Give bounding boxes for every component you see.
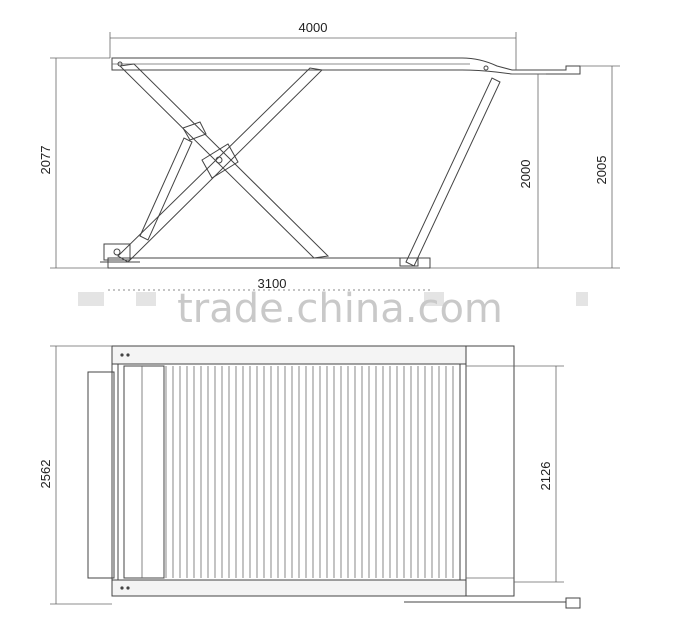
center-pivot — [201, 143, 239, 179]
hydraulic-cylinder — [139, 137, 193, 241]
dim-label-lift-height: 2000 — [518, 160, 533, 189]
dim-label-ramp-height: 2005 — [594, 156, 609, 185]
deck-slats — [165, 366, 454, 578]
watermark-text: trade.china.com — [177, 286, 503, 332]
dim-label-platform-width: 2126 — [538, 462, 553, 491]
plan-frame — [111, 345, 467, 597]
scissor-arm-b — [118, 63, 330, 259]
dim-overall-length: 4000 — [109, 20, 517, 70]
dim-overall-width: 2562 — [38, 345, 112, 605]
dim-ramp-height: 2005 — [546, 65, 620, 269]
base-frame — [107, 257, 431, 269]
dim-max-height: 2077 — [38, 57, 110, 269]
dim-label-base-length: 3100 — [258, 276, 287, 291]
watermark: trade.china.com — [78, 286, 588, 332]
dim-label-overall-width: 2562 — [38, 460, 53, 489]
dim-platform-width: 2126 — [514, 365, 564, 583]
dim-base-length: 3100 — [108, 276, 430, 291]
lower-hinge — [103, 243, 131, 261]
ramp-support — [405, 77, 501, 267]
dim-lift-height: 2000 — [430, 73, 546, 269]
dim-label-max-height: 2077 — [38, 146, 53, 175]
top-platform — [111, 57, 581, 75]
bottom-rail — [111, 579, 467, 597]
ramp-extension — [465, 345, 515, 597]
hinge-bar — [87, 371, 115, 579]
side-elevation: 4000 2077 2000 2005 3100 — [38, 20, 620, 291]
top-rail — [111, 345, 467, 365]
dim-label-overall-length: 4000 — [299, 20, 328, 35]
plan-view: 2562 2126 — [38, 345, 581, 609]
